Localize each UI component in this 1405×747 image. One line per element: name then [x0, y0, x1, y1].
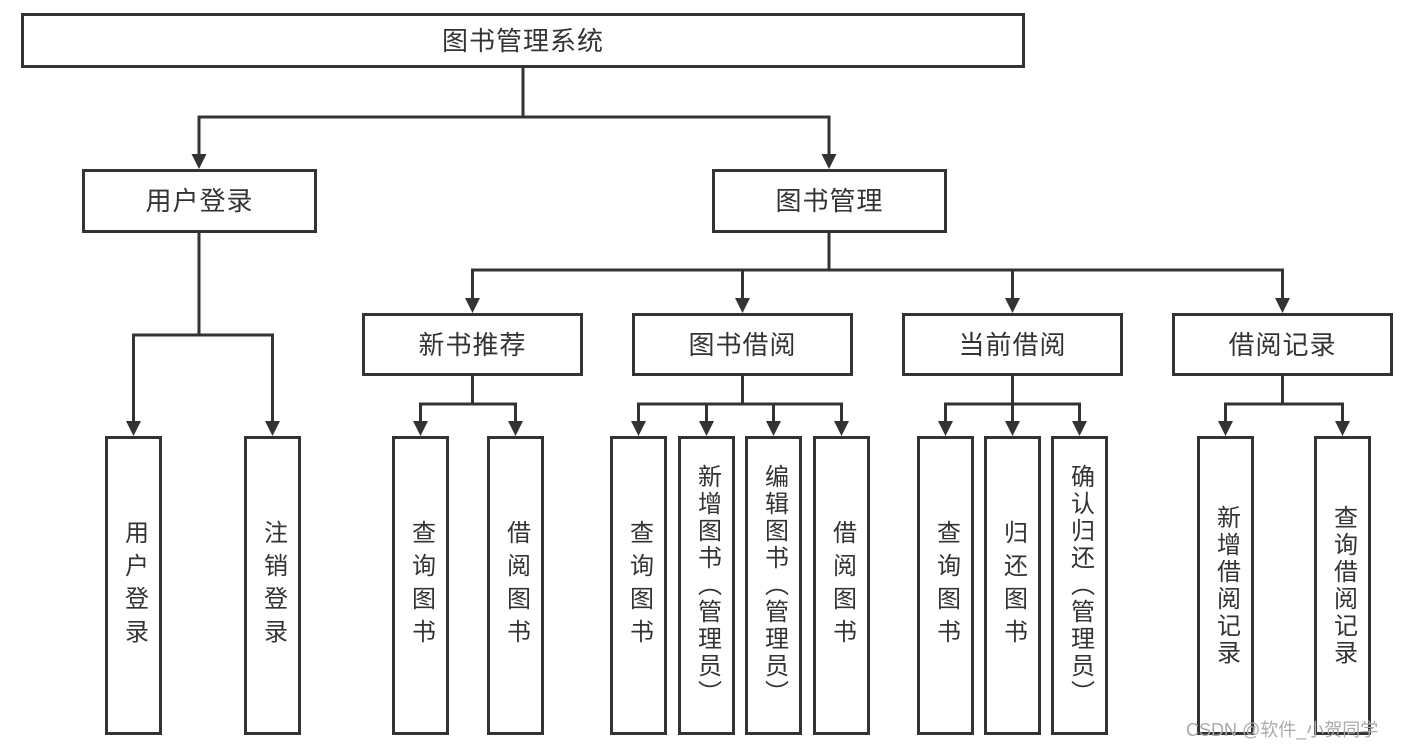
leaf-user-login: 用户登录	[105, 436, 162, 735]
leaf-query-borrow-record: 查询借阅记录	[1314, 436, 1371, 735]
leaf-logout: 注销登录	[244, 436, 301, 735]
node-user-login: 用户登录	[82, 169, 317, 233]
leaf-query-books-current: 查询图书	[917, 436, 974, 735]
leaf-add-book-admin: 新增图书（管理员）	[678, 436, 735, 735]
leaf-query-books-borrowing: 查询图书	[610, 436, 667, 735]
leaf-confirm-return-admin: 确认归还（管理员）	[1051, 436, 1108, 735]
leaf-add-borrow-record: 新增借阅记录	[1197, 436, 1254, 735]
leaf-return-book: 归还图书	[984, 436, 1041, 735]
node-book-borrowing: 图书借阅	[632, 313, 853, 376]
leaf-borrow-books-recommend: 借阅图书	[487, 436, 544, 735]
leaf-borrow-books-borrowing: 借阅图书	[813, 436, 870, 735]
csdn-watermark: CSDN @软件_小贺同学	[1186, 720, 1379, 740]
node-current-borrowing: 当前借阅	[902, 313, 1123, 376]
leaf-query-books-recommend: 查询图书	[392, 436, 449, 735]
node-new-book-recommend: 新书推荐	[362, 313, 583, 376]
node-borrowing-records: 借阅记录	[1172, 313, 1393, 376]
leaf-edit-book-admin: 编辑图书（管理员）	[745, 436, 802, 735]
node-root-system: 图书管理系统	[21, 13, 1025, 68]
node-book-management: 图书管理	[712, 169, 947, 233]
